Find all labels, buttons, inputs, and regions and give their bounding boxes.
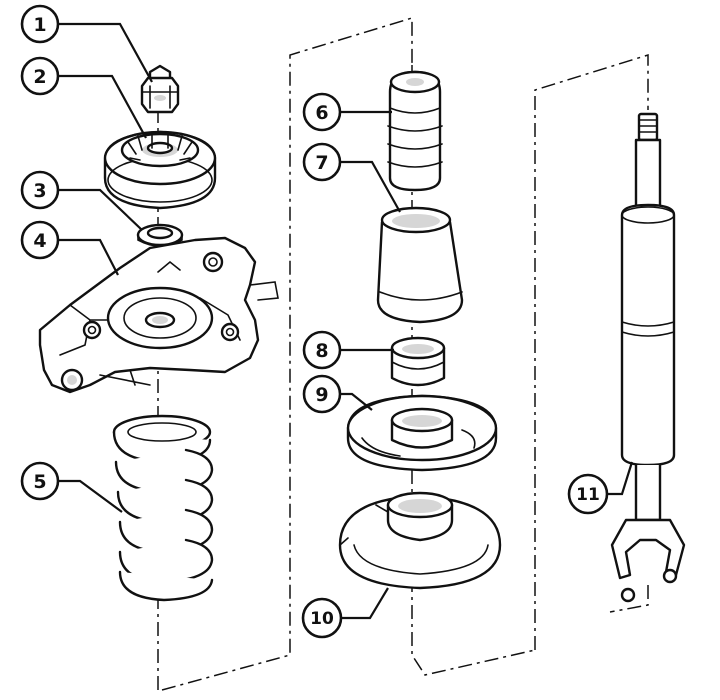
right-frame-axis xyxy=(534,53,649,650)
callout-6-number: 6 xyxy=(315,102,328,124)
leader-line-9 xyxy=(341,392,373,411)
callout-11: 11 xyxy=(567,473,609,515)
leader-line-7 xyxy=(341,160,401,213)
callout-6: 6 xyxy=(302,92,342,132)
callout-1: 1 xyxy=(20,4,60,44)
callout-9-number: 9 xyxy=(315,384,328,406)
callout-7: 7 xyxy=(302,142,342,182)
washer-bearing-icon xyxy=(136,223,184,247)
leader-line-3 xyxy=(59,188,143,231)
leader-line-4 xyxy=(59,238,119,276)
spacer-sleeve-icon xyxy=(390,336,446,387)
callout-2-number: 2 xyxy=(33,66,46,88)
callout-3-number: 3 xyxy=(33,180,46,202)
callout-9: 9 xyxy=(302,374,342,414)
leader-lines xyxy=(59,22,634,620)
leader-line-5 xyxy=(59,479,123,513)
callout-7-number: 7 xyxy=(315,152,328,174)
lower-spring-seat-icon xyxy=(338,491,502,590)
body-mounting-bracket-icon xyxy=(38,236,279,394)
strut-top-mount-icon xyxy=(103,130,217,210)
callout-4-number: 4 xyxy=(33,230,46,252)
callout-5-number: 5 xyxy=(33,471,46,493)
middle-assembly-axis xyxy=(411,65,536,676)
bump-stop-icon xyxy=(387,70,443,192)
leader-line-11 xyxy=(607,461,634,496)
callout-5: 5 xyxy=(20,461,60,501)
leader-line-10 xyxy=(341,587,389,620)
callout-10: 10 xyxy=(301,597,343,639)
callout-4: 4 xyxy=(20,220,60,260)
callout-1-number: 1 xyxy=(33,14,46,36)
nut-icon xyxy=(140,64,180,114)
upper-spring-seat-icon xyxy=(346,394,498,472)
callout-8-number: 8 xyxy=(315,340,328,362)
callout-3: 3 xyxy=(20,170,60,210)
callout-10-number: 10 xyxy=(310,609,334,629)
callout-11-number: 11 xyxy=(576,485,600,505)
leader-line-1 xyxy=(59,22,153,83)
middle-frame-axis xyxy=(161,16,413,691)
coil-spring-icon xyxy=(112,414,214,602)
right-assembly-axis xyxy=(609,585,649,613)
callout-8: 8 xyxy=(302,330,342,370)
callout-2: 2 xyxy=(20,56,60,96)
dust-boot-icon xyxy=(376,206,464,324)
leader-line-2 xyxy=(59,74,147,139)
shock-absorber-icon xyxy=(610,112,686,603)
